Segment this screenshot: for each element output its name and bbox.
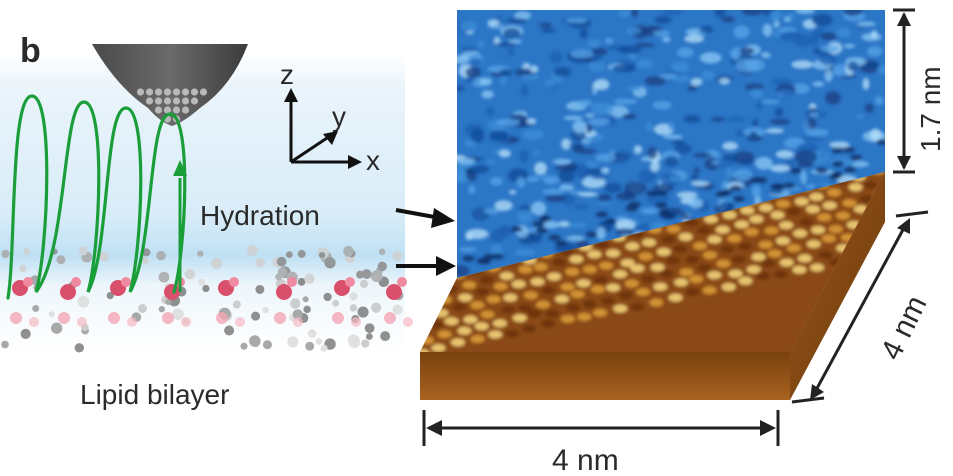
height-label: 1.7 nm	[915, 66, 946, 152]
height-arrow-bottom-icon	[897, 156, 911, 170]
block-front-face	[420, 352, 790, 400]
trajectory-arrow-icon	[173, 160, 187, 176]
y-arrow-icon	[323, 131, 338, 145]
lipid-headgroups	[10, 277, 413, 327]
x-arrow-icon	[348, 155, 362, 169]
depth-dimension	[791, 210, 929, 404]
lipid-bilayer-label: Lipid bilayer	[80, 379, 229, 410]
lipid-chains	[1, 245, 404, 353]
surface-pointer-arrow	[396, 256, 456, 276]
axis-z-label: z	[280, 59, 294, 90]
width-label: 4 nm	[552, 444, 619, 476]
height-dimension	[893, 8, 915, 174]
axis-x-label: x	[366, 145, 380, 176]
tip-trajectory	[6, 94, 187, 300]
hydration-label: Hydration	[200, 200, 320, 231]
depth-label: 4 nm	[875, 291, 934, 365]
panel-label: b	[20, 32, 41, 70]
block-right-face	[790, 172, 885, 400]
width-arrow-left-icon	[426, 420, 442, 436]
height-arrow-top-icon	[897, 12, 911, 26]
z-arrow-icon	[284, 88, 298, 102]
axis-triad	[289, 98, 352, 164]
width-arrow-right-icon	[760, 420, 776, 436]
width-dimension	[422, 410, 780, 446]
depth-arrow-top-icon	[897, 218, 910, 234]
depth-arrow-bottom-icon	[810, 384, 824, 400]
axis-y-label: y	[332, 101, 346, 132]
hydration-pointer-arrow	[395, 208, 455, 228]
